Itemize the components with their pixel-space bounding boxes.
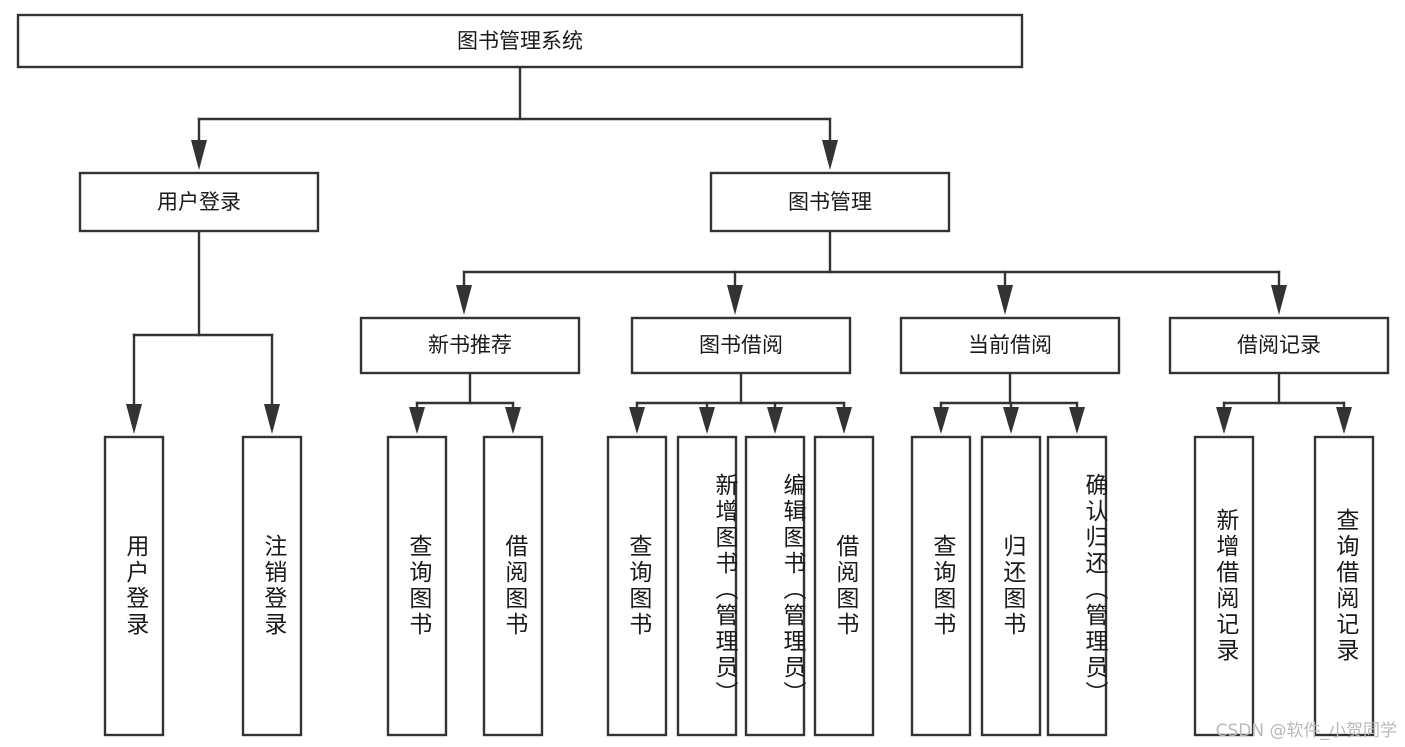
node-leaf-query-book-2-box[interactable] xyxy=(606,435,668,737)
node-book-management-box[interactable] xyxy=(709,171,951,233)
node-leaf-add-borrow-record-box[interactable] xyxy=(1193,435,1255,737)
node-book-borrow-label: 图书借阅 xyxy=(699,333,783,357)
node-new-book-recommend[interactable]: 新书推荐 xyxy=(359,316,581,375)
node-leaf-return-book-box[interactable] xyxy=(980,435,1042,737)
node-leaf-borrow-book-1-box[interactable] xyxy=(482,435,544,737)
arrow-head-leaf-borrow-book-2 xyxy=(836,407,852,434)
arrow-head-user-login xyxy=(191,140,207,170)
node-user-login-label: 用户登录 xyxy=(157,190,241,214)
leaf-boxes-group xyxy=(103,435,1375,737)
arrow-head-leaf-logout-login xyxy=(264,404,280,434)
arrow-head-leaf-add-borrow-record xyxy=(1216,407,1232,434)
node-leaf-edit-book-admin-box[interactable] xyxy=(744,435,806,737)
csdn-watermark: CSDN @软件_小贺同学 xyxy=(1215,721,1397,741)
connector-group xyxy=(126,65,1352,434)
arrow-head-leaf-add-book-admin xyxy=(699,407,715,434)
node-leaf-logout-login-box[interactable] xyxy=(241,435,303,737)
node-new-book-recommend-box[interactable] xyxy=(359,316,581,375)
node-current-borrow-label: 当前借阅 xyxy=(968,333,1052,357)
arrow-head-leaf-confirm-return-admin xyxy=(1069,407,1085,434)
node-current-borrow-box[interactable] xyxy=(899,316,1121,375)
node-borrow-record-label: 借阅记录 xyxy=(1237,333,1321,357)
arrow-head-leaf-query-book-1 xyxy=(409,407,425,434)
node-book-borrow[interactable]: 图书借阅 xyxy=(630,316,852,375)
arrow-head-new-book-recommend xyxy=(456,285,472,315)
node-leaf-user-login-box[interactable] xyxy=(103,435,165,737)
node-user-login[interactable]: 用户登录 xyxy=(78,171,320,233)
node-leaf-borrow-book-2-box[interactable] xyxy=(813,435,875,737)
node-leaf-confirm-return-admin-box[interactable] xyxy=(1046,435,1108,737)
arrow-head-leaf-query-borrow-record xyxy=(1336,407,1352,434)
arrow-head-book-borrow xyxy=(727,285,743,315)
node-user-login-box[interactable] xyxy=(78,171,320,233)
arrow-head-leaf-user-login xyxy=(126,404,142,434)
node-root-box[interactable] xyxy=(16,13,1024,69)
arrow-head-borrow-record xyxy=(1271,285,1287,315)
arrow-head-leaf-edit-book-admin xyxy=(767,407,783,434)
node-book-borrow-box[interactable] xyxy=(630,316,852,375)
node-new-book-recommend-label: 新书推荐 xyxy=(428,333,512,357)
node-borrow-record[interactable]: 借阅记录 xyxy=(1168,316,1390,375)
node-root-label: 图书管理系统 xyxy=(457,29,583,53)
arrow-head-leaf-query-book-2 xyxy=(629,407,645,434)
node-book-management-label: 图书管理 xyxy=(788,190,872,214)
node-book-management[interactable]: 图书管理 xyxy=(709,171,951,233)
node-root[interactable]: 图书管理系统 xyxy=(16,13,1024,69)
arrow-head-leaf-return-book xyxy=(1003,407,1019,434)
node-current-borrow[interactable]: 当前借阅 xyxy=(899,316,1121,375)
node-leaf-query-book-1-box[interactable] xyxy=(386,435,448,737)
arrow-head-leaf-query-book-3 xyxy=(933,407,949,434)
node-leaf-query-book-3-box[interactable] xyxy=(910,435,972,737)
arrow-head-current-borrow xyxy=(997,285,1013,315)
node-borrow-record-box[interactable] xyxy=(1168,316,1390,375)
arrow-head-book-management xyxy=(822,140,838,170)
node-leaf-query-borrow-record-box[interactable] xyxy=(1313,435,1375,737)
node-leaf-add-book-admin-box[interactable] xyxy=(676,435,738,737)
arrow-head-leaf-borrow-book-1 xyxy=(505,407,521,434)
